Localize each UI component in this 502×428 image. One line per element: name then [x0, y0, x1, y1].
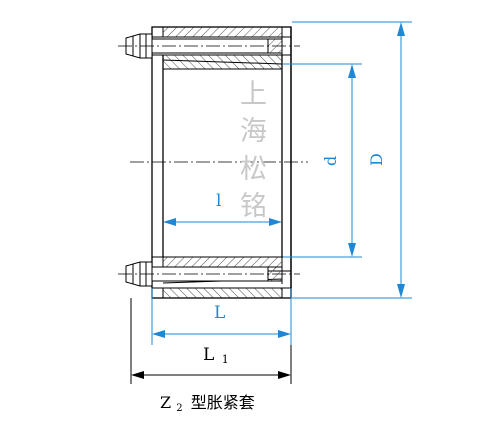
- watermark-char-3: 松: [240, 154, 267, 185]
- dimension-d: d: [321, 64, 356, 257]
- bore-diameter-label: d: [321, 156, 340, 166]
- watermark-char-4: 铭: [240, 191, 267, 222]
- dimension-L: L: [152, 303, 291, 338]
- caption-title: 型胀紧套: [191, 393, 255, 412]
- watermark: 上 海 松 铭: [240, 79, 267, 222]
- length-label: L: [214, 303, 225, 323]
- dimension-l: l: [163, 191, 282, 226]
- top-ring-section: [152, 26, 291, 70]
- total-length-subscript: 1: [222, 353, 229, 366]
- extension-lines: [151, 21, 412, 345]
- center-lines: [118, 45, 308, 275]
- model-subscript: 2: [176, 403, 182, 414]
- model-letter: Z: [160, 393, 171, 412]
- total-length-label: L: [203, 345, 214, 365]
- dimension-L1: L 1: [130, 298, 292, 384]
- svg-text:L 1: L 1: [203, 345, 229, 366]
- dimension-D: D: [367, 22, 405, 298]
- watermark-char-1: 上: [240, 79, 267, 110]
- outer-diameter-label: D: [367, 153, 386, 166]
- inner-length-label: l: [216, 191, 221, 211]
- caption: Z 2 型胀紧套: [160, 393, 255, 415]
- watermark-char-2: 海: [240, 116, 267, 147]
- svg-text:Z 2 型胀紧套: Z 2 型胀紧套: [160, 393, 255, 415]
